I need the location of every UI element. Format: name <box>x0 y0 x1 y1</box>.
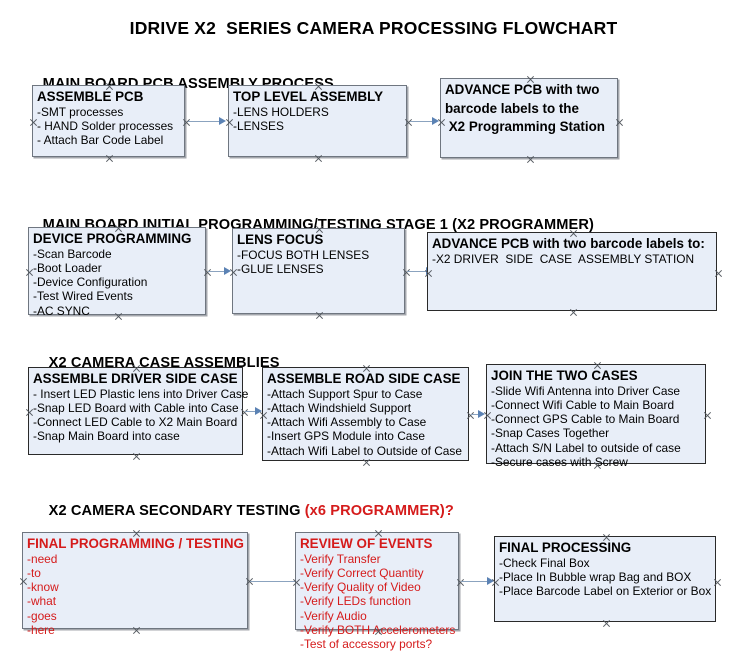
node-line: -SMT processes <box>37 104 124 119</box>
connector-driver-case-to-road-case <box>245 411 257 412</box>
connection-point-bottom-icon <box>132 452 141 461</box>
node-line: -what <box>27 594 57 609</box>
node-line: -to <box>27 565 41 580</box>
node-line: -Snap LED Board with Cable into Case <box>33 400 239 415</box>
node-line: -Snap Main Board into case <box>33 429 180 444</box>
connection-point-right-icon <box>714 269 723 278</box>
node-heading: ASSEMBLE ROAD SIDE CASE <box>267 371 461 386</box>
node-line: -Verify LEDs function <box>300 594 412 609</box>
connector-road-case-to-join-cases <box>471 414 482 415</box>
node-line: -Connect Wifi Cable to Main Board <box>491 397 675 412</box>
node-join-the-two-cases[interactable]: JOIN THE TWO CASES -Slide Wifi Antenna i… <box>486 364 706 469</box>
section-title-secondary-testing: X2 CAMERA SECONDARY TESTING (x6 PROGRAMM… <box>32 487 454 535</box>
connector-arrow-icon <box>487 576 494 585</box>
node-heading: JOIN THE TWO CASES <box>491 368 638 383</box>
node-line: -Attach Wifi Label to Outside of Case <box>267 443 462 458</box>
node-line: -Place Barcode Label on Exterior or Box <box>499 584 712 599</box>
node-heading: LENS FOCUS <box>237 232 324 247</box>
node-heading-continued: X2 Programming Station <box>445 119 605 134</box>
node-assemble-pcb[interactable]: ASSEMBLE PCB -SMT processes - HAND Solde… <box>32 85 185 157</box>
connection-point-bottom-icon <box>569 308 578 317</box>
connection-point-bottom-icon <box>105 154 114 163</box>
node-heading: ADVANCE PCB with two barcode labels to: <box>432 236 705 251</box>
connector-arrow-icon <box>432 116 439 125</box>
node-line: -Attach Windshield Support <box>267 400 412 415</box>
node-line: - HAND Solder processes <box>37 118 174 133</box>
node-heading: FINAL PROCESSING <box>499 540 632 555</box>
connection-point-bottom-icon <box>315 311 324 320</box>
node-line: -Verify Audio <box>300 608 367 623</box>
node-line: -Device Configuration <box>33 275 148 290</box>
node-line: -Slide Wifi Antenna into Driver Case <box>491 383 681 398</box>
page-title: IDRIVE X2 SERIES CAMERA PROCESSING FLOWC… <box>129 18 618 38</box>
connection-point-bottom-icon <box>362 458 371 467</box>
node-line: -Boot Loader <box>33 260 102 275</box>
node-line: -Check Final Box <box>499 555 590 570</box>
node-lens-focus[interactable]: LENS FOCUS -FOCUS BOTH LENSES -GLUE LENS… <box>232 228 405 314</box>
node-heading: ASSEMBLE PCB <box>37 89 144 104</box>
connection-point-bottom-icon <box>602 619 611 628</box>
node-heading: REVIEW OF EVENTS <box>300 536 433 551</box>
node-heading: FINAL PROGRAMMING / TESTING <box>27 536 244 551</box>
node-line: -Snap Cases Together <box>491 426 610 441</box>
node-line: -Scan Barcode <box>33 246 112 261</box>
connection-point-left-icon <box>424 269 433 278</box>
node-review-of-events[interactable]: REVIEW OF EVENTS -Verify Transfer -Verif… <box>295 532 459 651</box>
node-line: -Verify Transfer <box>300 551 381 566</box>
node-line: -FOCUS BOTH LENSES <box>237 247 370 262</box>
node-line: - Insert LED Plastic lens into Driver Ca… <box>33 386 249 401</box>
node-line: -X2 DRIVER SIDE CASE ASSEMBLY STATION <box>432 251 695 266</box>
node-heading: TOP LEVEL ASSEMBLY <box>233 89 384 104</box>
node-heading: DEVICE PROGRAMMING <box>33 231 192 246</box>
node-assemble-road-side-case[interactable]: ASSEMBLE ROAD SIDE CASE -Attach Support … <box>262 367 469 461</box>
node-line: -here <box>27 622 55 637</box>
node-line: -LENSES <box>233 118 284 133</box>
node-heading-continued: barcode labels to the <box>445 100 579 116</box>
node-advance-pcb-programming-station[interactable]: ADVANCE PCB with two barcode labels to t… <box>440 78 618 158</box>
node-line: -know <box>27 580 59 595</box>
node-line: -Verify Correct Quantity <box>300 565 424 580</box>
connector-arrow-icon <box>224 266 231 275</box>
node-line: -AC SYNC <box>33 303 90 318</box>
node-heading: ADVANCE PCB with two <box>445 82 600 97</box>
node-line: -Attach Wifi Assembly to Case <box>267 415 427 430</box>
connector-device-programming-to-lens-focus <box>208 271 225 272</box>
connector-assemble-pcb-to-top-level <box>188 121 219 122</box>
node-line: -Verify Quality of Video <box>300 580 421 595</box>
node-line: -Insert GPS Module into Case <box>267 429 425 444</box>
connector-arrow-icon <box>219 116 226 125</box>
node-top-level-assembly[interactable]: TOP LEVEL ASSEMBLY -LENS HOLDERS -LENSES <box>228 85 407 157</box>
section-title-text: X2 CAMERA SECONDARY TESTING <box>48 503 305 519</box>
connector-top-level-to-advance-pcb <box>410 121 434 122</box>
node-final-processing[interactable]: FINAL PROCESSING -Check Final Box -Place… <box>494 536 716 622</box>
node-line-overflow: -Test of accessory ports? <box>300 637 433 652</box>
node-line: -Connect LED Cable to X2 Main Board <box>33 415 238 430</box>
node-line: -GLUE LENSES <box>237 261 324 276</box>
node-advance-pcb-driver-side-case[interactable]: ADVANCE PCB with two barcode labels to: … <box>427 232 717 311</box>
connection-point-bottom-icon <box>314 154 323 163</box>
connector-lens-focus-to-advance-pcb <box>407 271 427 272</box>
node-final-programming-testing[interactable]: FINAL PROGRAMMING / TESTING -need -to -k… <box>22 532 248 637</box>
node-line: -Verify BOTH Accelerometers <box>300 622 456 637</box>
connector-review-to-final-processing <box>461 581 489 582</box>
node-line: - Attach Bar Code Label <box>37 133 164 148</box>
connection-point-bottom-icon <box>526 155 535 164</box>
node-line: -Test Wired Events <box>33 289 133 304</box>
node-line: -need <box>27 551 58 566</box>
node-line: -LENS HOLDERS <box>233 104 329 119</box>
connector-arrow-icon <box>255 406 262 415</box>
connector-arrow-icon <box>478 409 485 418</box>
connector-final-programming-to-review <box>250 581 295 582</box>
node-line: -Place In Bubble wrap Bag and BOX <box>499 569 692 584</box>
node-line: -goes <box>27 608 57 623</box>
node-assemble-driver-side-case[interactable]: ASSEMBLE DRIVER SIDE CASE - Insert LED P… <box>28 367 249 455</box>
node-line: -Secure cases with Screw <box>491 454 628 469</box>
node-device-programming[interactable]: DEVICE PROGRAMMING -Scan Barcode -Boot L… <box>28 227 206 318</box>
node-line: -Attach S/N Label to outside of case <box>491 440 681 455</box>
node-line: -Attach Support Spur to Case <box>267 386 423 401</box>
node-heading: ASSEMBLE DRIVER SIDE CASE <box>33 371 238 386</box>
node-line: -Connect GPS Cable to Main Board <box>491 412 680 427</box>
section-title-accent: (x6 PROGRAMMER)? <box>304 503 454 519</box>
